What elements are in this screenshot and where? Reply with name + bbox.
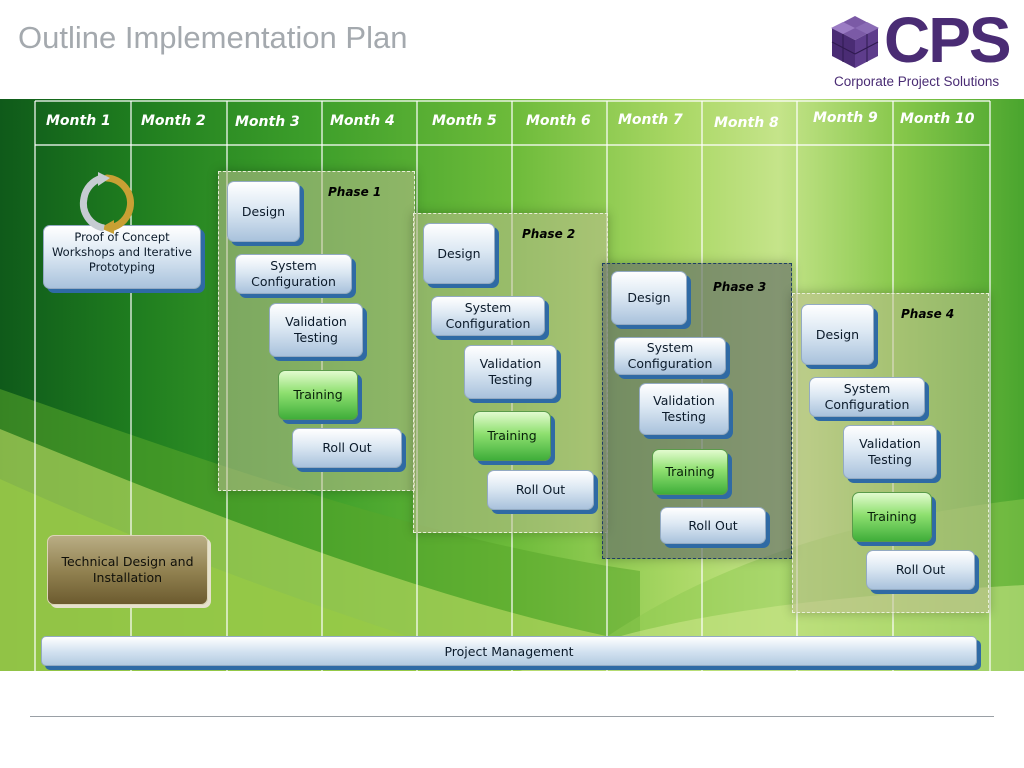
phase-1-label: Phase 1 xyxy=(328,185,382,199)
phase-4-training: Training xyxy=(852,492,932,542)
phase-1-validation-testing: Validation Testing xyxy=(269,303,363,357)
project-management-bar: Project Management xyxy=(41,636,977,666)
phase-4-roll-out: Roll Out xyxy=(866,550,975,590)
phase-3-design: Design xyxy=(611,271,687,325)
phase-1-system-configuration: System Configuration xyxy=(235,254,352,294)
phase-3-label: Phase 3 xyxy=(713,280,767,294)
phase-3-training: Training xyxy=(652,449,728,495)
phase-2-design: Design xyxy=(423,223,495,284)
phase-4-label: Phase 4 xyxy=(901,307,955,321)
month-header-8: Month 8 xyxy=(714,115,779,131)
phase-3-roll-out: Roll Out xyxy=(660,507,766,544)
month-header-3: Month 3 xyxy=(235,114,300,130)
phase-4-validation-testing: Validation Testing xyxy=(843,425,937,479)
month-header-6: Month 6 xyxy=(526,113,591,129)
phase-2-label: Phase 2 xyxy=(522,227,576,241)
month-header-9: Month 9 xyxy=(813,110,878,126)
month-header-4: Month 4 xyxy=(330,113,395,129)
phase-3-validation-testing: Validation Testing xyxy=(639,383,729,435)
slide-title: Outline Implementation Plan xyxy=(18,20,408,55)
phase-2-system-configuration: System Configuration xyxy=(431,296,545,336)
cps-logo: CPS Corporate Project Solutions xyxy=(826,4,1018,94)
phase-1-training: Training xyxy=(278,370,358,420)
month-header-5: Month 5 xyxy=(432,113,497,129)
cycle-arrows-icon xyxy=(79,172,134,234)
footer-divider xyxy=(30,716,994,717)
phase-2-roll-out: Roll Out xyxy=(487,470,594,510)
cube-logo-icon xyxy=(831,16,879,68)
proof-of-concept-box: Proof of Concept Workshops and Iterative… xyxy=(43,225,201,289)
month-header-2: Month 2 xyxy=(141,113,206,129)
month-header-10: Month 10 xyxy=(900,111,975,127)
phase-1-roll-out: Roll Out xyxy=(292,428,402,468)
phase-2-validation-testing: Validation Testing xyxy=(464,345,557,399)
logo-tagline: Corporate Project Solutions xyxy=(834,74,1000,89)
phase-1-design: Design xyxy=(227,181,300,242)
phase-4-system-configuration: System Configuration xyxy=(809,377,925,417)
technical-design-box: Technical Design and Installation xyxy=(47,535,208,605)
logo-wordmark: CPS xyxy=(884,4,1012,76)
phase-2-training: Training xyxy=(473,411,551,461)
month-header-1: Month 1 xyxy=(46,113,111,129)
phase-4-design: Design xyxy=(801,304,874,365)
month-header-7: Month 7 xyxy=(618,112,683,128)
phase-3-system-configuration: System Configuration xyxy=(614,337,726,375)
